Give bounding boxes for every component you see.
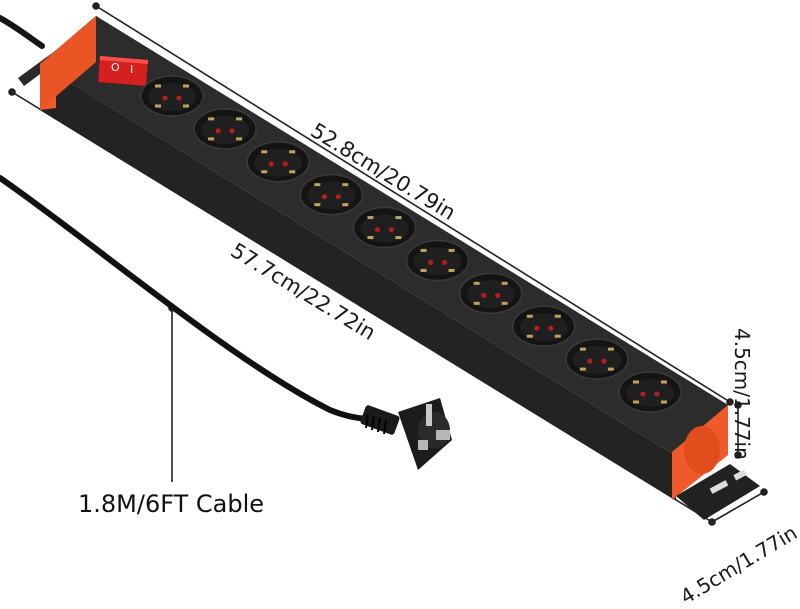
dimension-line-width bbox=[711, 488, 768, 523]
dimension-line-height bbox=[734, 401, 742, 459]
outlet-socket bbox=[193, 108, 257, 150]
cable-length-label: 1.8M/6FT Cable bbox=[78, 490, 265, 518]
power-strip bbox=[18, 16, 760, 520]
outlet-socket bbox=[512, 305, 576, 347]
outlet-socket bbox=[458, 272, 523, 315]
outlet-socket bbox=[618, 371, 682, 413]
switch-mark-on: I bbox=[130, 63, 134, 76]
outlet-socket bbox=[405, 239, 470, 282]
dimension-label-height: 4.5cm/1.77in bbox=[730, 328, 754, 460]
cable bbox=[0, 175, 381, 422]
dimension-line-inner-length bbox=[92, 2, 734, 406]
cable-label-leader bbox=[168, 304, 176, 482]
outlet-socket bbox=[246, 141, 310, 183]
switch-mark-off: O bbox=[111, 61, 120, 74]
cable-top bbox=[0, 15, 45, 49]
power-switch bbox=[98, 56, 148, 86]
outlet-socket bbox=[299, 173, 364, 216]
outlet-socket bbox=[565, 338, 629, 380]
schuko-plug bbox=[360, 398, 452, 470]
outlet-socket bbox=[140, 75, 204, 117]
outlet-socket bbox=[352, 206, 417, 249]
outlet-group bbox=[140, 75, 682, 413]
